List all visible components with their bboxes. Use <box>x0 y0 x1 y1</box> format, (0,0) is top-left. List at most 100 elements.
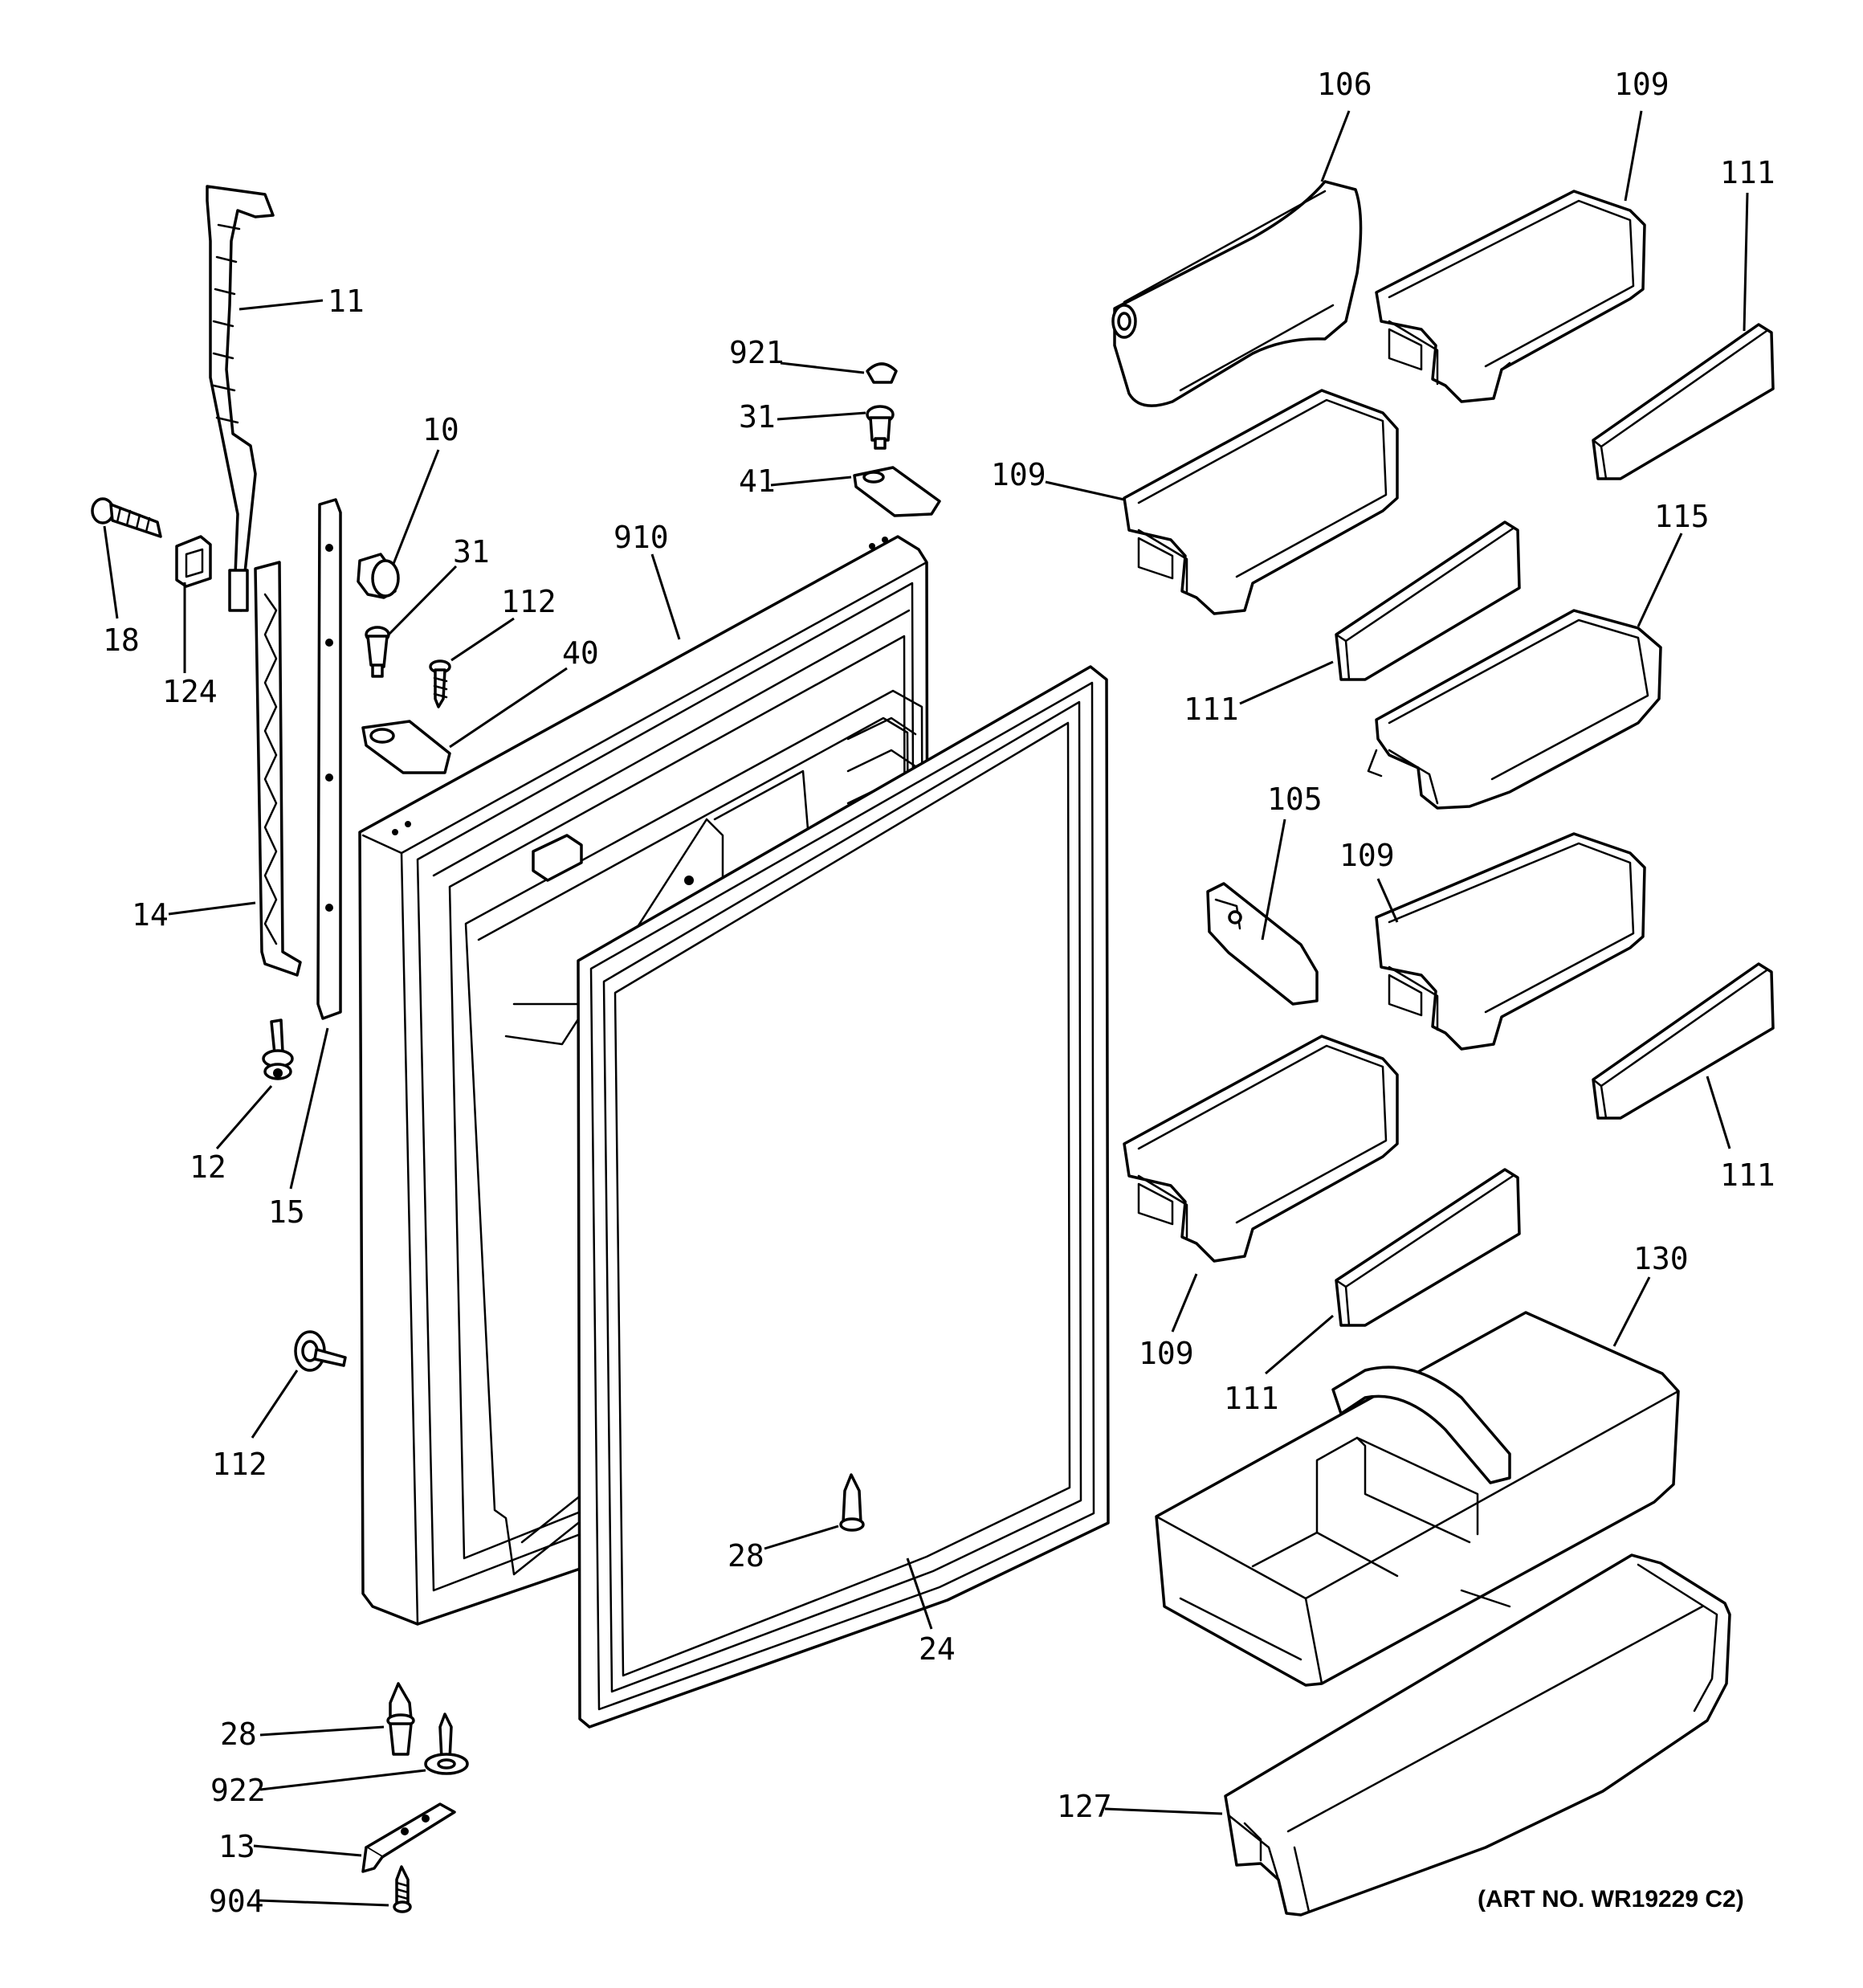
callout-112-top: 112 <box>501 584 556 619</box>
pin-part-12 <box>262 1018 294 1080</box>
bin-clip-part-111-top <box>1592 323 1775 480</box>
callout-13: 13 <box>218 1829 255 1864</box>
callout-41: 41 <box>739 463 776 499</box>
leader-111-r2 <box>1706 1076 1731 1149</box>
hinge-bracket-part-13 <box>361 1802 456 1873</box>
callout-31-left: 31 <box>453 534 490 569</box>
trim-strip-part-14 <box>254 561 302 977</box>
callout-18: 18 <box>103 623 140 658</box>
leader-130 <box>1612 1276 1651 1347</box>
door-bin-part-109-top <box>1375 190 1646 403</box>
leader-106 <box>1320 110 1351 182</box>
bottom-bin-part-127 <box>1224 1553 1731 1917</box>
callout-115: 115 <box>1654 499 1710 534</box>
leader-15 <box>289 1027 329 1190</box>
divider-part-105 <box>1206 882 1319 1006</box>
callout-124: 124 <box>162 674 218 709</box>
leader-12 <box>215 1085 273 1149</box>
leader-922 <box>259 1769 426 1791</box>
leader-904 <box>258 1899 389 1907</box>
leader-112-bottom <box>251 1370 299 1439</box>
screw-part-904 <box>393 1865 412 1913</box>
callout-12: 12 <box>190 1149 226 1185</box>
callout-922: 922 <box>210 1773 266 1808</box>
art-number: (ART NO. WR19229 C2) <box>1478 1886 1744 1912</box>
leader-40 <box>449 667 568 749</box>
leader-13 <box>253 1844 362 1857</box>
bin-clip-part-111-mid <box>1335 520 1521 681</box>
door-bin-part-109-bot <box>1123 1035 1399 1263</box>
leader-105 <box>1261 818 1286 941</box>
leader-111-mid <box>1239 660 1334 705</box>
pin-part-28-mid <box>839 1473 865 1532</box>
callout-112-bottom: 112 <box>212 1447 267 1482</box>
callout-127: 127 <box>1057 1789 1112 1824</box>
door-handle-part-11 <box>206 185 275 612</box>
leader-109-bot <box>1171 1273 1198 1333</box>
plug-part-10 <box>357 553 400 599</box>
callout-109-mid: 109 <box>991 457 1046 492</box>
leader-115 <box>1637 533 1683 627</box>
hinge-cover-part-41 <box>853 466 941 517</box>
leader-11 <box>238 299 324 311</box>
leader-921 <box>780 361 865 374</box>
callout-109-top: 109 <box>1614 67 1669 102</box>
strip-part-15 <box>316 498 342 1020</box>
bin-clip-part-111-bot <box>1335 1168 1521 1327</box>
callout-15: 15 <box>268 1194 305 1230</box>
leader-28-bottom <box>259 1725 385 1737</box>
washer-screw-part-922 <box>424 1712 469 1775</box>
leader-910 <box>650 553 681 640</box>
caddy-part-130 <box>1155 1311 1680 1687</box>
callout-111-top: 111 <box>1720 155 1775 190</box>
screw-part-18 <box>91 497 162 538</box>
callout-109-r2: 109 <box>1339 838 1395 873</box>
callout-labels: 106 109 111 11 921 31 41 10 109 910 31 1… <box>103 67 1775 1919</box>
callout-111-bot: 111 <box>1224 1381 1279 1416</box>
bushing-part-31-top <box>866 405 895 450</box>
washer-screw-part-112-bottom <box>294 1330 347 1372</box>
callout-28-bottom: 28 <box>220 1717 257 1752</box>
gasket-part-24 <box>577 665 1110 1729</box>
callout-24: 24 <box>919 1631 956 1667</box>
callout-14: 14 <box>132 897 169 933</box>
bin-clip-part-111-r2 <box>1592 962 1775 1120</box>
callout-111-r2: 111 <box>1720 1157 1775 1193</box>
callout-130: 130 <box>1633 1241 1689 1276</box>
clip-part-124 <box>175 535 212 588</box>
callout-31-top: 31 <box>739 399 776 435</box>
dairy-cover-part-106 <box>1111 180 1363 407</box>
callout-904: 904 <box>209 1884 264 1919</box>
pin-part-28-bottom <box>386 1682 415 1756</box>
bushing-part-31-left <box>365 626 390 678</box>
screw-part-112-top <box>429 659 451 708</box>
callout-28-mid: 28 <box>728 1538 764 1574</box>
door-bin-part-109-r2 <box>1375 832 1646 1051</box>
door-shelf-part-115 <box>1367 609 1662 810</box>
hinge-cover-part-40 <box>361 720 451 774</box>
callout-40: 40 <box>562 635 599 671</box>
leader-112-top <box>450 617 515 662</box>
leader-41 <box>770 476 852 487</box>
leader-31-left <box>387 565 458 636</box>
door-bin-part-109-mid <box>1123 389 1399 615</box>
leader-24 <box>906 1557 933 1630</box>
leader-10 <box>392 449 440 565</box>
callout-921: 921 <box>729 335 785 370</box>
callout-10: 10 <box>422 412 459 447</box>
leader-14 <box>168 901 256 916</box>
leader-28-mid <box>764 1525 839 1550</box>
leader-127 <box>1104 1807 1223 1815</box>
callout-11: 11 <box>328 284 365 319</box>
leader-18 <box>103 525 119 619</box>
leader-109-mid <box>1045 480 1125 501</box>
callout-109-bot: 109 <box>1139 1336 1194 1371</box>
leader-31-top <box>777 411 866 421</box>
leader-111-bot <box>1265 1314 1334 1375</box>
cap-part-921 <box>866 362 898 384</box>
leader-111-top <box>1743 192 1749 332</box>
leader-109-top <box>1624 110 1643 202</box>
leader-109-r2 <box>1376 878 1399 923</box>
callout-910: 910 <box>614 520 669 555</box>
